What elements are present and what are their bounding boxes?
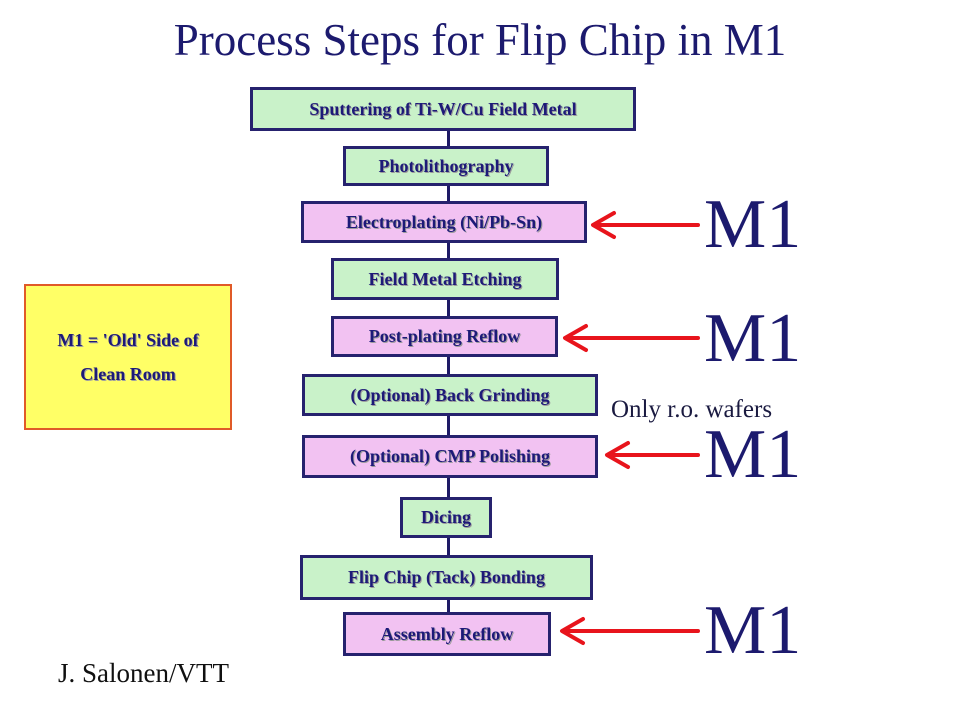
- flow-connector-line: [447, 130, 450, 614]
- m1-label-post-plating-reflow: M1: [704, 300, 802, 377]
- step-field-metal-etching: Field Metal Etching: [331, 258, 559, 300]
- step-photolithography: Photolithography: [343, 146, 549, 186]
- slide-title: Process Steps for Flip Chip in M1: [173, 15, 787, 65]
- note-line-1: M1 = 'Old' Side of: [57, 330, 199, 350]
- step-assembly-reflow: Assembly Reflow: [343, 612, 551, 656]
- m1-label-assembly-reflow: M1: [704, 592, 802, 669]
- m1-label-electroplating: M1: [704, 186, 802, 263]
- step-dicing: Dicing: [400, 497, 492, 538]
- m1-label-cmp-polishing: M1: [704, 416, 802, 493]
- step-back-grinding: (Optional) Back Grinding: [302, 374, 598, 416]
- clean-room-note: M1 = 'Old' Side of Clean Room: [24, 284, 232, 430]
- step-sputtering: Sputtering of Ti-W/Cu Field Metal: [250, 87, 636, 131]
- arrow-cmp-polishing: [605, 441, 700, 469]
- step-flip-chip-bonding: Flip Chip (Tack) Bonding: [300, 555, 593, 600]
- arrow-electroplating: [591, 211, 700, 239]
- step-cmp-polishing: (Optional) CMP Polishing: [302, 435, 598, 478]
- step-electroplating: Electroplating (Ni/Pb-Sn): [301, 201, 587, 243]
- arrow-post-plating-reflow: [563, 324, 700, 352]
- side-note-ro-wafers: Only r.o. wafers: [611, 396, 773, 423]
- arrow-assembly-reflow: [560, 617, 700, 645]
- step-post-plating-reflow: Post-plating Reflow: [331, 316, 558, 357]
- note-line-2: Clean Room: [80, 364, 176, 384]
- author-credit: J. Salonen/VTT: [58, 658, 229, 688]
